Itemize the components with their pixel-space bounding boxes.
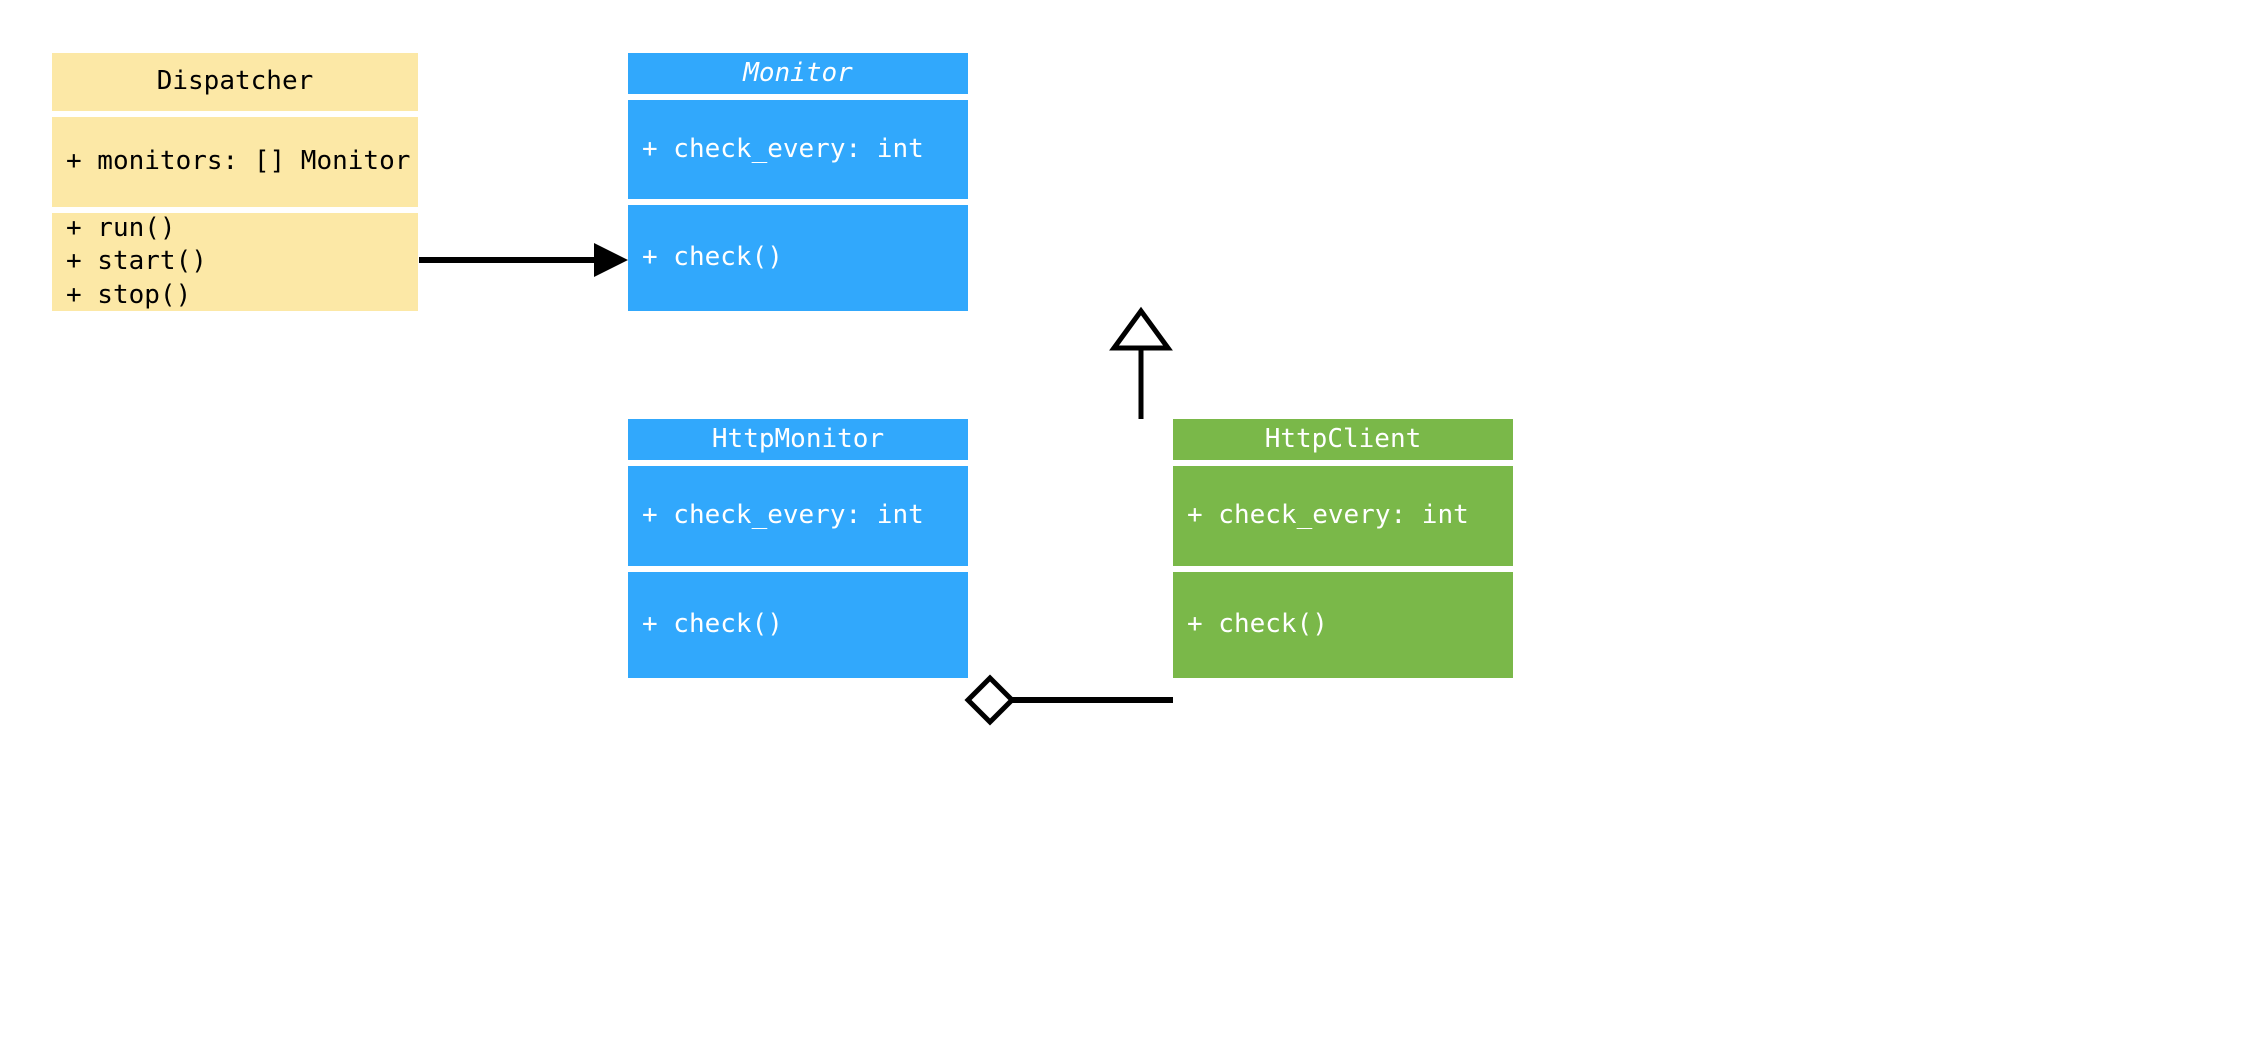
method-row: + run()	[66, 213, 176, 244]
relationship-httpmonitor-to-httpclient	[964, 674, 1173, 726]
method-row: + check()	[642, 609, 783, 640]
class-name-monitor: Monitor	[743, 57, 853, 88]
method-row: + stop()	[66, 279, 192, 310]
hollow-diamond-icon	[964, 674, 1016, 726]
class-box-monitor[interactable]: Monitor + check_every: int + check()	[628, 53, 968, 311]
attribute-row: + check_every: int	[642, 500, 924, 531]
compartment-divider	[628, 460, 968, 466]
class-attributes-compartment: + monitors: [] Monitor	[52, 117, 418, 207]
hollow-triangle-icon	[1109, 306, 1173, 351]
class-box-http-monitor[interactable]: HttpMonitor + check_every: int + check()	[628, 419, 968, 678]
class-methods-compartment: + check()	[1173, 572, 1513, 678]
compartment-divider	[628, 94, 968, 100]
class-methods-compartment: + check()	[628, 572, 968, 678]
relationship-dispatcher-to-monitor	[419, 243, 628, 277]
class-methods-compartment: + check()	[628, 205, 968, 311]
filled-arrowhead-icon	[594, 243, 628, 277]
class-title-compartment: HttpMonitor	[628, 419, 968, 460]
class-attributes-compartment: + check_every: int	[628, 466, 968, 566]
method-row: + check()	[642, 242, 783, 273]
compartment-divider	[52, 207, 418, 213]
class-attributes-compartment: + check_every: int	[628, 100, 968, 199]
compartment-divider	[1173, 566, 1513, 572]
class-title-compartment: HttpClient	[1173, 419, 1513, 460]
attribute-row: + monitors: [] Monitor	[66, 146, 411, 177]
compartment-divider	[52, 111, 418, 117]
class-methods-compartment: + run() + start() + stop()	[52, 213, 418, 311]
compartment-divider	[628, 199, 968, 205]
compartment-divider	[1173, 460, 1513, 466]
class-name-http-client: HttpClient	[1264, 423, 1422, 454]
method-row: + check()	[1187, 609, 1328, 640]
class-name-http-monitor: HttpMonitor	[711, 423, 885, 454]
relationship-httpmonitor-to-monitor	[1109, 306, 1173, 419]
class-attributes-compartment: + check_every: int	[1173, 466, 1513, 566]
class-box-http-client[interactable]: HttpClient + check_every: int + check()	[1173, 419, 1513, 678]
attribute-row: + check_every: int	[642, 133, 924, 164]
method-row: + start()	[66, 246, 207, 277]
class-title-compartment: Dispatcher	[52, 53, 418, 111]
class-name-dispatcher: Dispatcher	[156, 66, 314, 97]
class-title-compartment: Monitor	[628, 53, 968, 94]
compartment-divider	[628, 566, 968, 572]
attribute-row: + check_every: int	[1187, 500, 1469, 531]
class-box-dispatcher[interactable]: Dispatcher + monitors: [] Monitor + run(…	[52, 53, 418, 311]
